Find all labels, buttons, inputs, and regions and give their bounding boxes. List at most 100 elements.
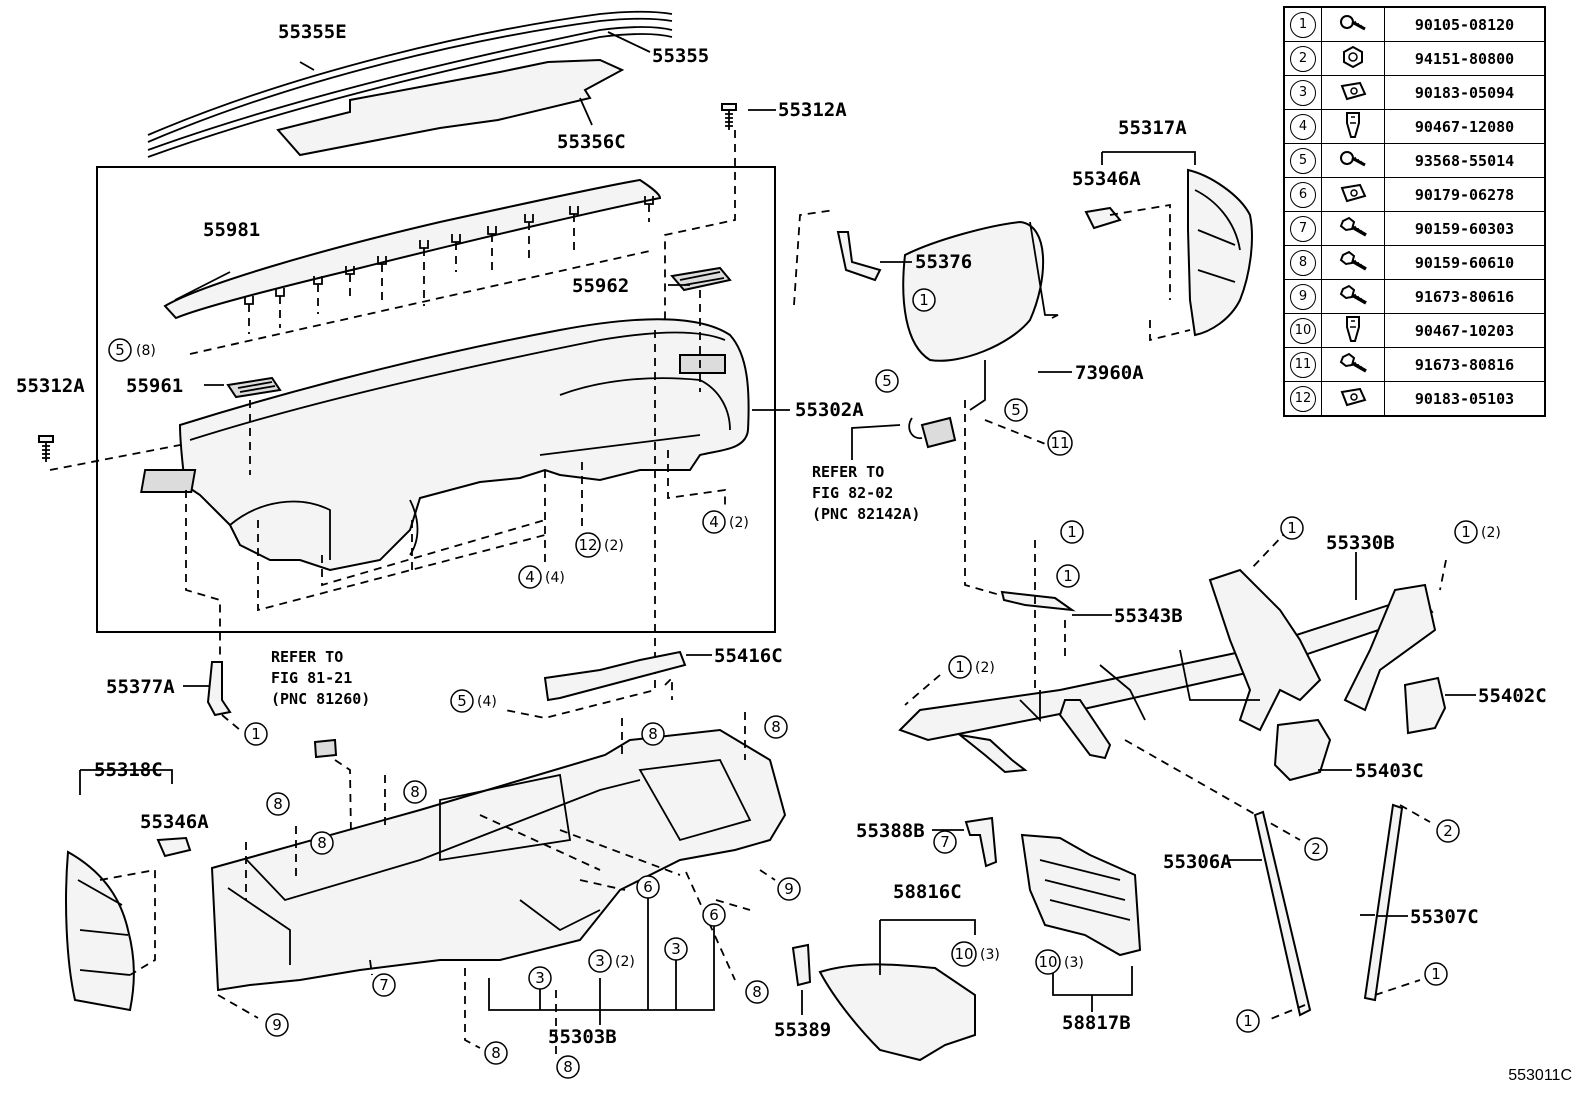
reinforcement-right-frame [1208,568,1322,732]
legend-number-circle: 8 [1290,249,1316,276]
label-55376: 55376 [915,251,972,273]
label-55961: 55961 [126,375,183,397]
svg-text:6: 6 [643,878,653,896]
svg-text:1: 1 [955,658,965,676]
label-55312A-left: 55312A [16,375,85,397]
label-55318C: 55318C [94,759,163,781]
label-55330B: 55330B [1326,532,1395,554]
lower-instrument-panel [210,728,787,992]
airbag-connector [920,416,957,449]
callout-10: 10 [1035,949,1061,975]
lower-cover-58816C [818,963,976,1062]
callout-5: 5 [1004,398,1028,422]
callout-1: 1 [948,655,972,679]
legend-number: 9 [1283,279,1322,314]
bolt-icon [1321,347,1385,382]
svg-text:(2): (2) [615,954,635,970]
svg-text:(PNC 81260): (PNC 81260) [271,690,370,708]
svg-text:(3): (3) [1064,955,1084,971]
callout-1: 1 [1060,520,1084,544]
callout-4: 4 [518,565,542,589]
label-55355E: 55355E [278,21,347,43]
svg-text:1: 1 [1067,523,1077,541]
label-55402C: 55402C [1478,685,1547,707]
legend-number: 8 [1283,245,1322,280]
svg-text:7: 7 [940,833,950,851]
legend-row: 3 90183-05094 [1283,75,1546,110]
callout-8: 8 [641,722,665,746]
callout-5: 5 [875,369,899,393]
legend-part-number: 90467-12080 [1384,109,1546,144]
svg-text:(4): (4) [477,694,497,710]
svg-text:9: 9 [272,1016,282,1034]
callout-11: 11 [1047,430,1073,456]
legend-number-circle: 2 [1290,45,1316,72]
reinforcement-left-bracket [956,733,1028,774]
label-55306A: 55306A [1163,851,1232,873]
svg-text:5: 5 [457,692,467,710]
legend-number-circle: 3 [1290,79,1316,106]
svg-text:FIG 82-02: FIG 82-02 [812,484,893,502]
legend-part-number: 91673-80616 [1384,279,1546,314]
legend-part-number: 90159-60303 [1384,211,1546,246]
callout-4: 4 [702,510,726,534]
callout-1: 1 [1454,520,1478,544]
label-55962: 55962 [572,275,629,297]
clip-nut-icon [1321,75,1385,110]
legend-number: 5 [1283,143,1322,178]
svg-text:(2): (2) [729,515,749,531]
legend-number-circle: 4 [1290,113,1316,140]
legend-number-circle: 9 [1290,283,1316,310]
svg-text:4: 4 [709,513,719,531]
callout-1: 1 [1280,516,1304,540]
svg-text:REFER TO: REFER TO [271,648,343,666]
svg-text:(2): (2) [1481,525,1501,541]
callout-9: 9 [777,877,801,901]
callout-12: 12 [575,532,601,558]
svg-text:8: 8 [648,725,658,743]
svg-text:(2): (2) [975,660,995,676]
svg-text:2: 2 [1443,822,1453,840]
svg-text:1: 1 [1431,965,1441,983]
refer-note-panel: REFER TO FIG 81-21 (PNC 81260) [271,648,370,708]
callout-8: 8 [764,715,788,739]
svg-text:10: 10 [1038,953,1057,971]
svg-text:(PNC 82142A): (PNC 82142A) [812,505,920,523]
bracket-55376 [836,231,882,282]
svg-text:12: 12 [578,536,597,554]
bolt-icon [1321,279,1385,314]
part-number-labels: 55355E 55355 55356C 55312A 55312A 55981 … [16,21,1547,1048]
svg-text:REFER TO: REFER TO [812,463,884,481]
callout-5: 5 [450,689,474,713]
callout-1: 1 [244,722,268,746]
callout-3: 3 [664,937,688,961]
bolt-icon [1321,245,1385,280]
svg-text:(8): (8) [136,343,156,359]
instrument-panel [178,318,750,572]
legend-number: 11 [1283,347,1322,382]
label-55388B: 55388B [856,820,925,842]
callout-9: 9 [265,1013,289,1037]
label-55317A: 55317A [1118,117,1187,139]
callout-1: 1 [1424,962,1448,986]
callout-8: 8 [484,1041,508,1065]
reinforcement-side-arm [1343,583,1437,712]
svg-text:3: 3 [535,969,545,987]
screw-icon [1321,143,1385,178]
legend-part-number: 90183-05094 [1384,75,1546,110]
callout-8: 8 [403,780,427,804]
bracket-55403C [1273,718,1332,782]
svg-text:4: 4 [525,568,535,586]
callout-5: 5 [108,338,132,362]
label-55343B: 55343B [1114,605,1183,627]
clip-nut-icon [1321,177,1385,212]
vent-55961 [226,376,282,399]
label-58817B: 58817B [1062,1012,1131,1034]
legend-number-circle: 1 [1290,11,1316,38]
callout-3: 3 [588,949,612,973]
panel-upper-pad [163,178,662,320]
